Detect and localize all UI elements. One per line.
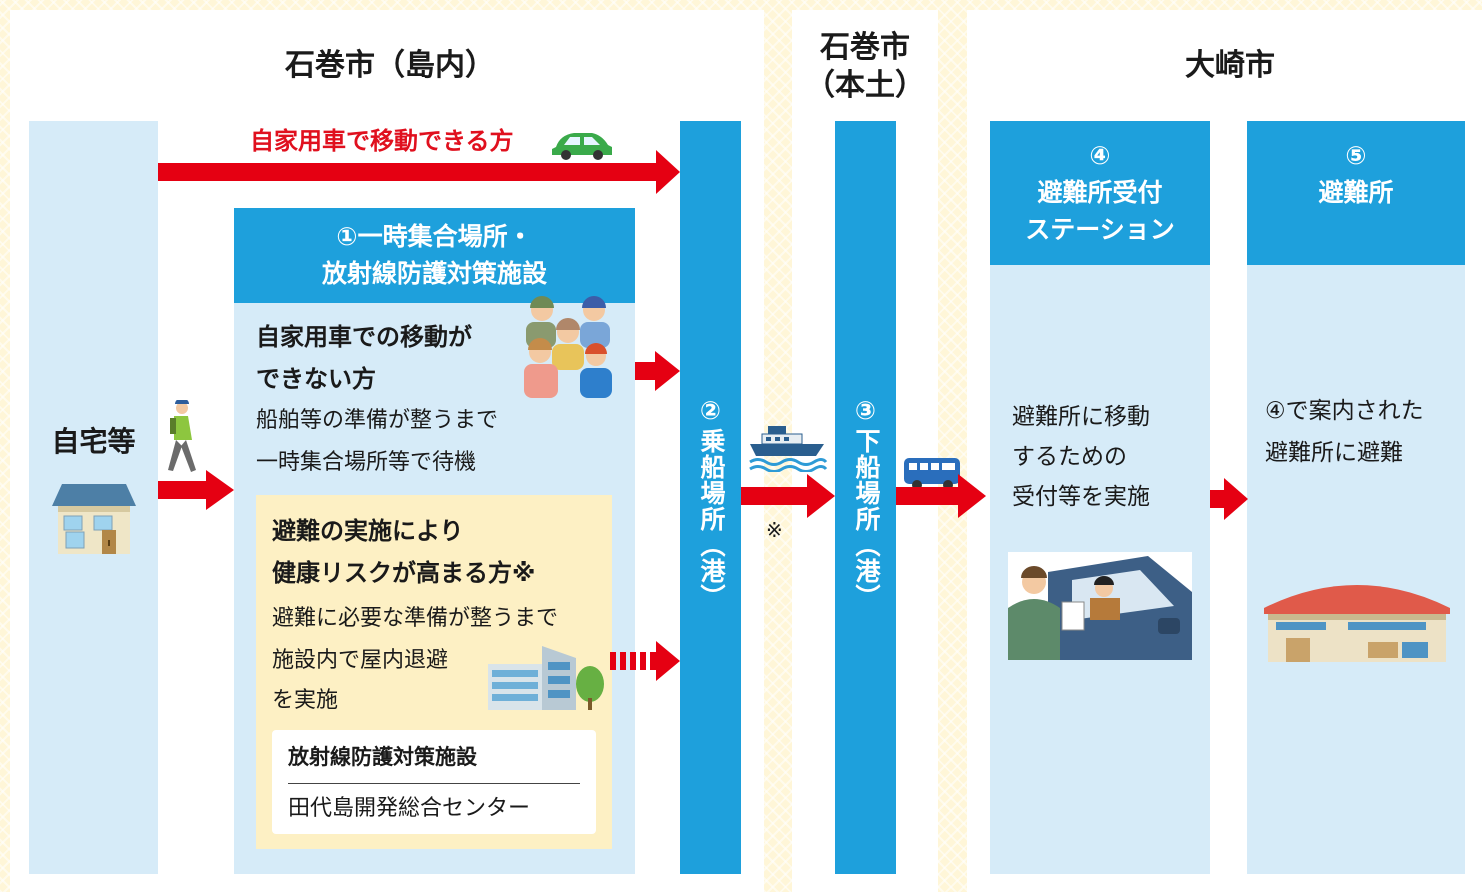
house-icon [52,484,136,554]
no-car-heading-line2: できない方 [256,365,376,393]
temp-site-title-line1: ①一時集合場所・ [336,222,533,251]
reception-body-line1: 避難所に移動 [1012,404,1150,430]
region-ishinomaki-mainland-line2: （本土） [805,68,925,103]
car-icon [552,133,612,160]
no-car-heading-line1: 自家用車での移動が [256,323,472,351]
group-of-people-icon [524,296,612,398]
health-risk-body-line2: 施設内で屋内退避 [272,648,449,673]
car-reception-scene-icon [1008,552,1192,660]
health-risk-heading-line2: 健康リスクが高まる方※ [272,559,536,587]
boarding-port-number: ② [699,396,722,425]
facility-info-title: 放射線防護対策施設 [288,745,477,769]
health-risk-body-line3: を実施 [272,688,339,713]
ferry-ship-icon [749,426,828,472]
shelter-body-line1: ④で案内された [1265,398,1424,424]
disembark-port-number: ③ [854,396,877,425]
boarding-port-label: 乗船場所（港） [697,428,726,610]
facility-info-divider [288,783,580,784]
temp-site-header: ①一時集合場所・ 放射線防護対策施設 [234,208,635,303]
region-ishinomaki-island: 石巻市（島内） [285,48,495,83]
reception-title-line2: ステーション [1025,215,1175,244]
reception-body-line3: 受付等を実施 [1012,484,1150,510]
reception-number: ④ [1089,141,1111,170]
reception-title-line1: 避難所受付 [1037,178,1163,207]
home-label: 自宅等 [51,425,136,458]
region-osaki: 大崎市 [1185,48,1275,83]
facility-info-box [272,730,596,834]
facility-building-icon [488,646,604,710]
walking-person-icon [168,400,196,472]
region-ishinomaki-mainland-line1: 石巻市 [820,30,910,65]
boarding-port-bar [680,121,741,874]
ship-note-mark: ※ [766,518,783,542]
no-car-body-line1: 船舶等の準備が整うまで [256,408,499,433]
shelter-body-line2: 避難所に避難 [1265,440,1403,466]
shelter-title: 避難所 [1318,178,1394,207]
reception-body-line2: するための [1012,444,1127,470]
facility-info-name: 田代島開発総合センター [288,796,531,821]
no-car-body-line2: 一時集合場所等で待機 [256,450,477,475]
reception-header: ④ 避難所受付 ステーション [990,121,1210,265]
car-route-label: 自家用車で移動できる方 [250,127,514,155]
temp-site-title-line2: 放射線防護対策施設 [321,259,547,288]
health-risk-heading-line1: 避難の実施により [272,517,464,545]
shelter-header: ⑤ 避難所 [1247,121,1465,265]
disembark-port-label: 下船場所（港） [852,428,881,610]
gymnasium-shelter-icon [1264,585,1450,662]
disembark-port-bar [835,121,896,874]
shelter-number: ⑤ [1345,141,1367,170]
health-risk-body-line1: 避難に必要な準備が整うまで [272,606,559,631]
